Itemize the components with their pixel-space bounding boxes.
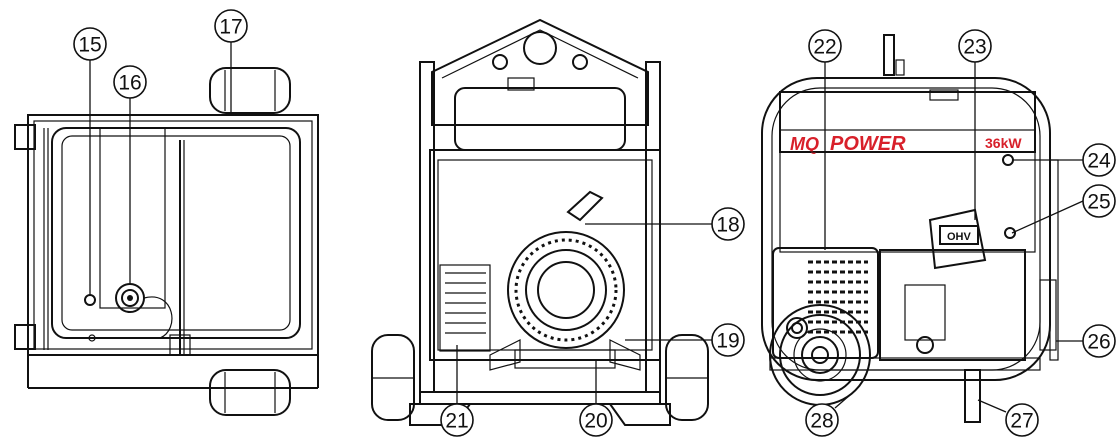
engine-badge [939, 225, 979, 245]
lifting-hook [883, 34, 895, 76]
bottom-wheel [209, 369, 291, 416]
svg-text:15: 15 [78, 34, 101, 57]
callout-25: 25 [1082, 184, 1116, 218]
callout-18: 18 [711, 207, 745, 241]
svg-text:27: 27 [1010, 410, 1033, 433]
leader-lines [89, 42, 1084, 413]
callout-15: 15 [73, 27, 107, 61]
recoil-starter [507, 231, 625, 349]
svg-text:16: 16 [118, 72, 141, 95]
base-pan [514, 349, 616, 369]
top-frame [27, 114, 319, 356]
svg-text:28: 28 [810, 410, 833, 433]
svg-text:23: 23 [963, 36, 986, 59]
svg-text:20: 20 [584, 410, 607, 433]
callout-23: 23 [958, 29, 992, 63]
top-view [14, 67, 319, 416]
lifting-frame [431, 18, 649, 126]
fuel-tank-outline [51, 127, 301, 339]
air-cleaner [566, 190, 604, 222]
alternator-fins [439, 264, 491, 352]
callout-19: 19 [711, 323, 745, 357]
svg-text:22: 22 [813, 36, 836, 59]
callout-21: 21 [440, 403, 474, 437]
fuel-gauge [84, 294, 96, 306]
engine-badge-text: OHV [947, 231, 972, 243]
svg-text:18: 18 [716, 214, 739, 237]
svg-text:26: 26 [1087, 331, 1110, 354]
callout-26: 26 [1082, 324, 1116, 358]
brand-name: POWER [830, 133, 906, 155]
callout-17: 17 [214, 9, 248, 43]
side-view: MQ POWER 36kW OHV [761, 34, 1059, 423]
callout-28: 28 [805, 403, 839, 437]
side-engine [879, 249, 1026, 361]
power-rating: 36kW [985, 135, 1022, 151]
callout-20: 20 [579, 403, 613, 437]
svg-text:24: 24 [1087, 150, 1111, 173]
brand-logo: MQ [790, 134, 819, 154]
svg-text:21: 21 [445, 410, 468, 433]
callout-16: 16 [113, 65, 147, 99]
svg-text:19: 19 [716, 330, 739, 353]
front-fuel-tank [454, 87, 626, 151]
callout-24: 24 [1082, 143, 1116, 177]
svg-text:25: 25 [1087, 191, 1110, 214]
top-wheel [209, 67, 291, 114]
callout-27: 27 [1005, 403, 1039, 437]
svg-text:17: 17 [219, 16, 242, 39]
callout-22: 22 [808, 29, 842, 63]
vent-slots [808, 260, 868, 334]
front-view [371, 18, 709, 426]
